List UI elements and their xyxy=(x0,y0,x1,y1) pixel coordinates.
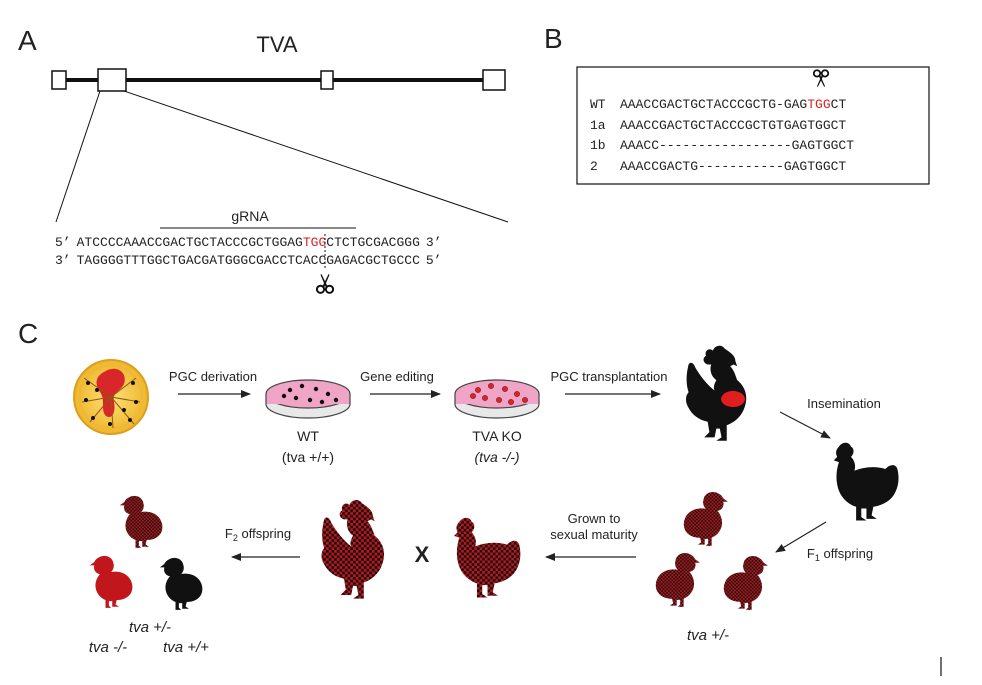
f2-genotype-ko: tva -/- xyxy=(89,639,127,656)
panel-a-label: A xyxy=(18,25,37,56)
sequence-bottom-strand: 3’ TAGGGGTTTGGCTGACGATGGGCGACCTCACCGAGACG… xyxy=(55,253,441,268)
step-insemination: Insemination xyxy=(807,396,881,411)
f2-chick-ko xyxy=(89,555,133,608)
alignment-row: 2 AAACCGACTG-----------GAGTGGCT xyxy=(590,159,846,174)
exon-2-targeted xyxy=(97,68,127,92)
alignment-row-seq-end: CT xyxy=(831,97,847,112)
f2-chick-het xyxy=(119,495,163,548)
f1-hen xyxy=(454,517,521,598)
exon-3 xyxy=(320,70,334,90)
f2-subscript: 2 xyxy=(233,533,238,543)
cross-symbol: X xyxy=(415,542,430,567)
arrow-f1 xyxy=(775,521,827,553)
step-gene-editing: Gene editing xyxy=(360,369,434,384)
gene-name: TVA xyxy=(256,32,297,57)
seq-top-prime-left: 5’ xyxy=(55,235,71,250)
dish-wt-genotype: (tva +/+) xyxy=(282,449,334,465)
alignment-row-name: 2 xyxy=(590,159,598,174)
dish-wt-title: WT xyxy=(297,428,319,444)
alignment-row-seq: AAACCGACTG-----------GAGTGGCT xyxy=(620,159,846,174)
seq-bottom-prime-right: 5’ xyxy=(426,253,442,268)
alignment-row: 1b AAACC-----------------GAGTGGCT xyxy=(590,138,854,153)
alignment-row: 1a AAACCGACTGCTACCCGCTGTGAGTGGCT xyxy=(590,118,846,133)
alignment-row-seq: AAACCGACTGCTACCCGCTG-GAG xyxy=(620,97,807,112)
alignment-row-pam: TGG xyxy=(807,97,830,112)
zoom-line-right xyxy=(123,90,509,223)
seq-bottom-text: TAGGGGTTTGGCTGACGATGGGCGACCTCACCGAGACGCT… xyxy=(77,253,420,268)
f1-prefix: F xyxy=(807,546,815,561)
seq-top-pam: TGG xyxy=(303,235,326,250)
dish-ko xyxy=(454,379,540,419)
panel-b-label: B xyxy=(544,23,563,54)
alignment-row-name: 1b xyxy=(590,138,606,153)
exon-1 xyxy=(51,70,67,90)
panel-a: A TVA gRNA 5’ ATCCCCAAACCGACTGCTACCCGCTGG… xyxy=(18,25,509,294)
alignment-row-seq: AAACCGACTGCTACCCGCTGTGAGTGGCT xyxy=(620,118,846,133)
alignment-row-name: WT xyxy=(590,97,606,112)
f1-genotype: tva +/- xyxy=(687,627,729,644)
f2-chicks xyxy=(89,495,203,610)
f2-chick-wt xyxy=(159,557,203,610)
step-f1-offspring: F1 offspring xyxy=(807,546,873,563)
f2-genotype-wt: tva +/+ xyxy=(163,639,209,656)
panel-c: C PGC derivation xyxy=(18,318,899,656)
f2-genotype-het: tva +/- xyxy=(129,619,171,636)
hen-recipient xyxy=(833,442,899,521)
seq-top-part2: CTCTGCGACGGG xyxy=(326,235,420,250)
step-grown-line2: sexual maturity xyxy=(550,527,638,542)
arrow-insemination xyxy=(779,411,831,439)
seq-top-part1: ATCCCCAAACCGACTGCTACCCGCTGGAG xyxy=(77,235,303,250)
alignment-box xyxy=(576,66,930,185)
seq-top-prime-right: 3’ xyxy=(426,235,442,250)
dish-ko-genotype: (tva -/-) xyxy=(474,449,519,465)
step-pgc-transplantation: PGC transplantation xyxy=(550,369,667,384)
f1-suffix: offspring xyxy=(820,546,873,561)
f1-rooster xyxy=(321,499,385,599)
f1-chicks xyxy=(655,492,768,610)
dish-ko-title: TVA KO xyxy=(472,428,522,444)
grna-label: gRNA xyxy=(231,208,269,224)
rooster-founder xyxy=(686,345,747,441)
panel-c-label: C xyxy=(18,318,38,349)
alignment-row: WT AAACCGACTGCTACCCGCTG-GAGTGGCT xyxy=(590,97,846,112)
f1-subscript: 1 xyxy=(815,553,820,563)
step-f2-offspring: F2 offspring xyxy=(225,526,291,543)
embryo-icon xyxy=(73,359,149,435)
step-grown-line1: Grown to xyxy=(568,511,621,526)
zoom-line-left xyxy=(55,90,101,223)
f2-suffix: offspring xyxy=(238,526,291,541)
sequence-top-strand: 5’ ATCCCCAAACCGACTGCTACCCGCTGGAGTGGCTCTGC… xyxy=(55,235,442,250)
f2-prefix: F xyxy=(225,526,233,541)
step-pgc-derivation: PGC derivation xyxy=(169,369,257,384)
alignment-row-name: 1a xyxy=(590,118,606,133)
exon-4 xyxy=(482,69,506,91)
seq-bottom-prime-left: 3’ xyxy=(55,253,71,268)
dish-wt xyxy=(265,379,351,419)
scissors-icon xyxy=(316,272,334,294)
alignment-row-seq: AAACC-----------------GAGTGGCT xyxy=(620,138,854,153)
